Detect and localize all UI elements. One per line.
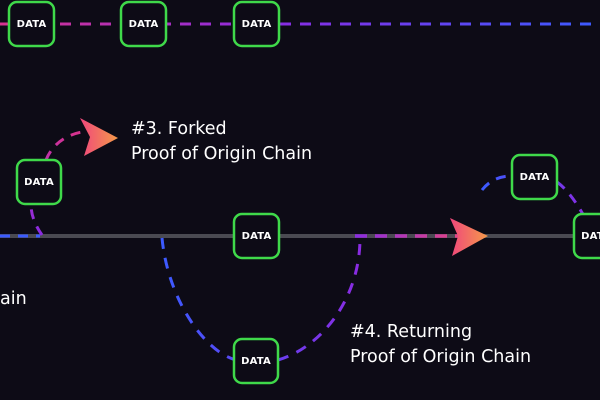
- data-node-top-1: DATA: [7, 0, 56, 48]
- data-node-label: DATA: [17, 19, 47, 30]
- returning-caption-title: #4. Returning: [350, 322, 473, 342]
- left-partial-caption: ain: [0, 289, 27, 309]
- data-node-label: DATA: [241, 356, 271, 367]
- data-node-label: DATA: [581, 231, 600, 242]
- returning-caption-subtitle: Proof of Origin Chain: [350, 347, 532, 367]
- data-node-right-upper: DATA: [510, 153, 559, 201]
- data-node-right-edge: DATA: [572, 212, 600, 260]
- data-node-label: DATA: [520, 172, 550, 183]
- returning-chain-curve: [160, 237, 362, 362]
- data-node-label: DATA: [242, 231, 272, 242]
- forked-caption-title: #3. Forked: [131, 119, 227, 139]
- data-node-main-center: DATA: [232, 212, 281, 260]
- forked-caption-subtitle: Proof of Origin Chain: [131, 144, 313, 164]
- data-node-top-2: DATA: [119, 0, 168, 48]
- data-node-label: DATA: [129, 19, 159, 30]
- returning-chain-caption: #4. Returning Proof of Origin Chain: [350, 320, 531, 370]
- data-node-top-3: DATA: [232, 0, 281, 48]
- forked-chain-caption: #3. Forked Proof of Origin Chain: [131, 117, 312, 167]
- arrow-main-icon: [450, 218, 488, 256]
- data-node-return-bottom: DATA: [232, 337, 280, 385]
- data-node-label: DATA: [24, 177, 54, 188]
- data-node-label: DATA: [242, 19, 272, 30]
- arrow-forked-icon: [80, 118, 118, 156]
- data-node-forked: DATA: [15, 158, 63, 206]
